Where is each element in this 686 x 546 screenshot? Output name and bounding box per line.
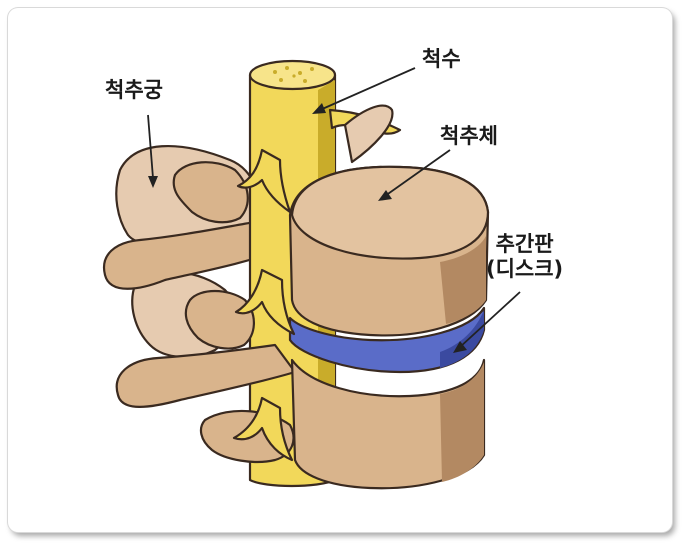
vertebral-body-upper-top bbox=[290, 165, 490, 260]
nerve-root-lower-left bbox=[232, 396, 294, 462]
label-disc-line1: 추간판 bbox=[495, 232, 554, 256]
pointer-vertebral-arch bbox=[147, 114, 154, 179]
label-vertebral-body: 척추체 bbox=[440, 124, 498, 148]
label-disc-line2: (디스크) bbox=[486, 257, 564, 282]
nerve-root-upper-left bbox=[236, 148, 292, 214]
pointer-vertebral-body bbox=[384, 149, 451, 197]
transverse-process-lower bbox=[115, 343, 297, 408]
spinal-cord-top bbox=[248, 59, 337, 91]
pointer-spinal-cord bbox=[319, 67, 416, 111]
nerve-root-middle-left bbox=[234, 268, 296, 336]
vertebral-body-lower-shade bbox=[440, 362, 484, 482]
pointer-intervertebral-disc bbox=[459, 291, 521, 348]
superior-facet-upper bbox=[172, 161, 249, 224]
intervertebral-disc-shade bbox=[440, 310, 484, 368]
vertebral-body-upper-shade bbox=[440, 236, 486, 324]
intervertebral-disc bbox=[288, 306, 486, 374]
label-intervertebral-disc: 추간판 (디스크) bbox=[486, 232, 563, 282]
spinous-process-upper bbox=[343, 104, 394, 164]
label-vertebral-arch: 척추궁 bbox=[105, 78, 163, 102]
label-spinal-cord: 척수 bbox=[422, 47, 461, 71]
superior-facet-lower bbox=[184, 290, 255, 350]
